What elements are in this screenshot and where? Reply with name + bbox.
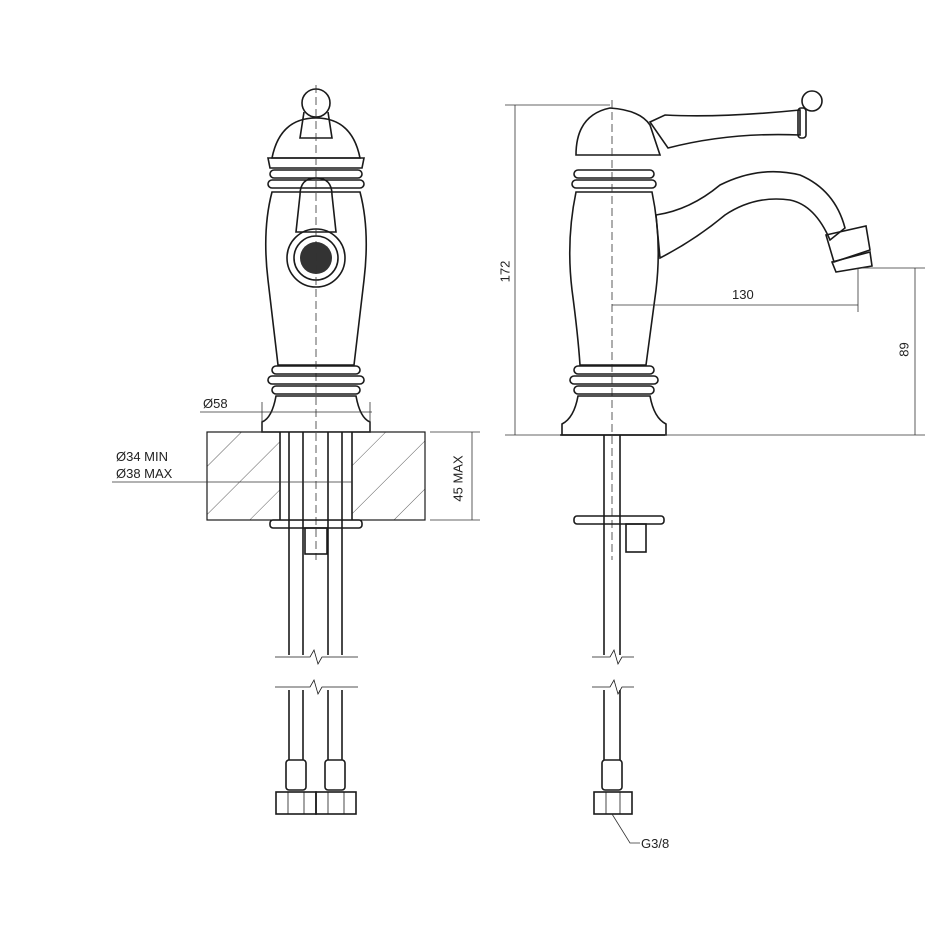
side-lever (648, 109, 801, 149)
connection-label: G3/8 (641, 836, 670, 851)
base-diameter-label: Ø58 (203, 396, 228, 411)
front-body (264, 191, 368, 366)
side-view (505, 90, 925, 844)
side-spout (655, 170, 846, 260)
side-body (568, 191, 660, 366)
spout-height-label: 89 (896, 342, 912, 357)
hole-max-label: Ø38 MAX (116, 466, 173, 481)
spout-reach-label: 130 (732, 287, 754, 302)
total-height-label: 172 (497, 260, 513, 283)
front-hoses (275, 432, 358, 815)
hole-min-label: Ø34 MIN (116, 449, 169, 464)
counter-thickness-label: 45 MAX (450, 455, 466, 502)
front-view (112, 85, 480, 815)
